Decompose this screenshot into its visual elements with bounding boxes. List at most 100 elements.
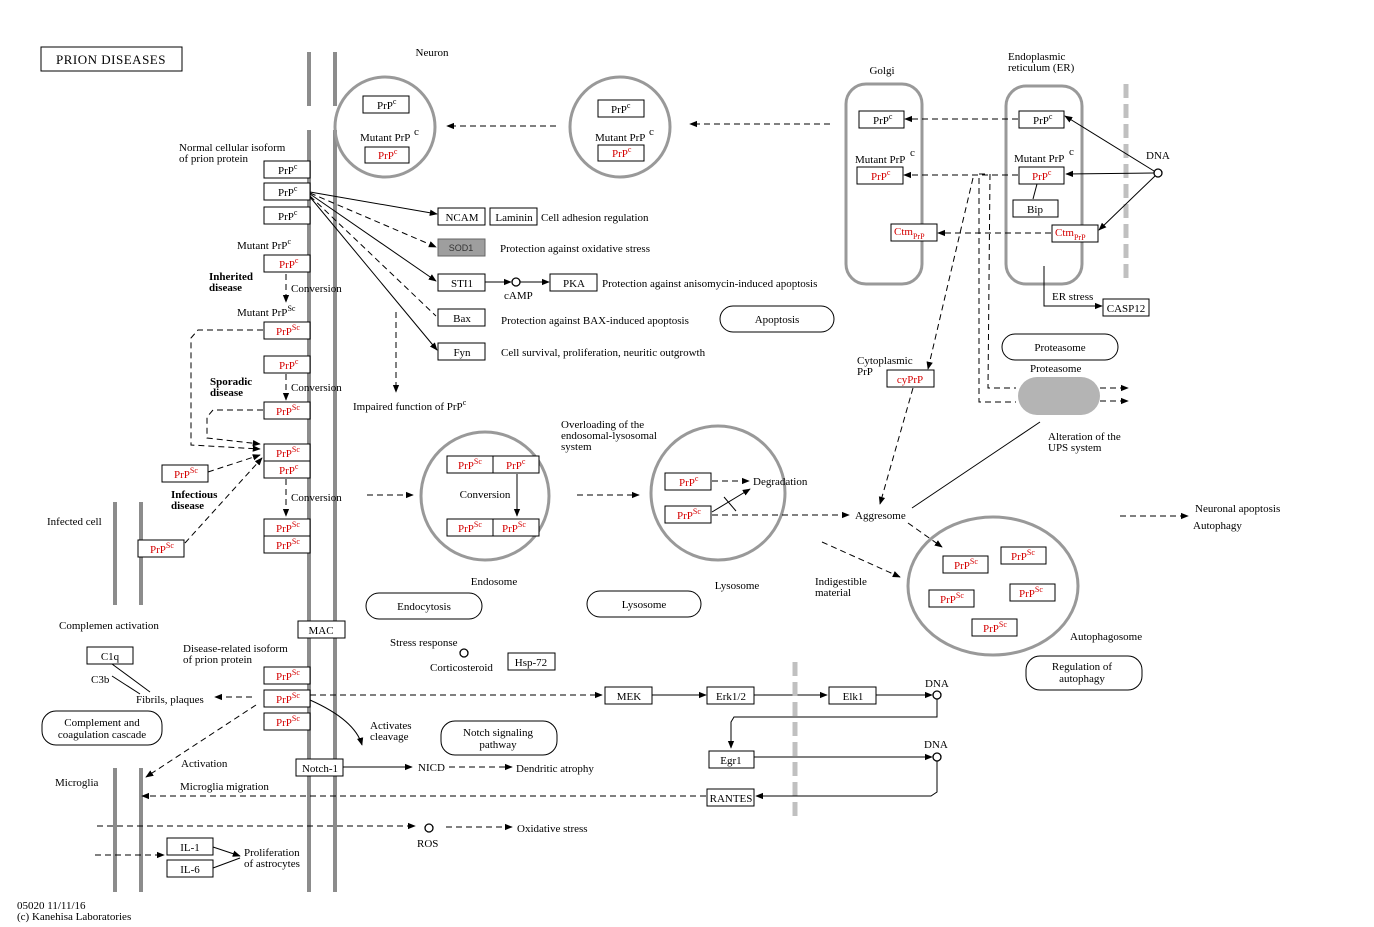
er-compartment: PrPc Mutant PrP c PrPc Bip CtmPrP xyxy=(1004,84,1099,286)
c1q-gene: C1q xyxy=(101,651,120,663)
il6-gene: IL-6 xyxy=(180,864,200,876)
svg-text:PrPc: PrPc xyxy=(278,184,298,199)
svg-text:PrPSc: PrPSc xyxy=(276,714,300,729)
svg-text:PrPc: PrPc xyxy=(278,208,298,223)
oxidative-stress-label: Oxidative stress xyxy=(517,823,588,835)
lysosome-label: Lysosome xyxy=(715,580,760,592)
notch-pathway-label-2: pathway xyxy=(479,739,517,751)
pka-gene: PKA xyxy=(563,278,585,290)
mutant-prpc-gene: PrPc xyxy=(612,145,632,160)
egr1-gene: Egr1 xyxy=(720,755,741,767)
autophagosome: PrPSc PrPSc PrPSc PrPSc PrPSc xyxy=(906,515,1080,657)
regulation-autophagy-link[interactable] xyxy=(1025,655,1143,691)
cyprp-gene: cyPrP xyxy=(897,374,923,386)
camp-label: cAMP xyxy=(504,290,533,302)
indigestible-label-1: Indigestible xyxy=(815,576,867,588)
svg-text:PrPSc: PrPSc xyxy=(677,507,701,522)
disease-isoform-label-2: of prion protein xyxy=(183,654,253,666)
camp-node xyxy=(511,277,521,287)
activates-label-1: Activates xyxy=(370,720,412,732)
overloading-label-1: Overloading of the xyxy=(561,419,644,431)
notch-pathway-link[interactable] xyxy=(440,720,558,756)
svg-text:c: c xyxy=(910,147,915,159)
proliferation-label-2: of astrocytes xyxy=(244,858,300,870)
normal-isoform-label-2: of prion protein xyxy=(179,153,249,165)
svg-text:PrPSc: PrPSc xyxy=(276,691,300,706)
overloading-label-2: endosomal-lysosomal xyxy=(561,430,657,442)
fyn-gene: Fyn xyxy=(453,347,471,359)
infected-cell-membrane xyxy=(113,502,143,605)
laminin-gene: Laminin xyxy=(495,212,533,224)
survival-label: Cell survival, proliferation, neuritic o… xyxy=(501,347,706,359)
apoptosis-pathway-link[interactable] xyxy=(719,305,835,333)
neuron-vesicle-right: PrPc Mutant PrP c PrPc xyxy=(568,75,672,179)
proteasome-pathway-link[interactable] xyxy=(1001,333,1119,361)
complement-cascade-link[interactable] xyxy=(41,710,163,746)
proteasome-complex xyxy=(1018,377,1100,415)
neuron-vesicle-left: PrPc Mutant PrP c PrPc xyxy=(333,75,437,179)
svg-text:PrPSc: PrPSc xyxy=(174,466,198,481)
lysosome-pathway-label: Lysosome xyxy=(622,599,667,611)
il1-gene: IL-1 xyxy=(180,842,200,854)
proliferation-label-1: Proliferation xyxy=(244,847,300,859)
activates-label-2: cleavage xyxy=(370,731,409,743)
cytoplasmic-label-1: Cytoplasmic xyxy=(857,355,913,367)
neuronal-apoptosis-label: Neuronal apoptosis xyxy=(1195,503,1280,515)
svg-text:PrPSc: PrPSc xyxy=(276,668,300,683)
footer-copyright: (c) Kanehisa Laboratories xyxy=(17,911,131,923)
svg-text:PrPc: PrPc xyxy=(278,162,298,177)
endocytosis-pathway-link[interactable] xyxy=(365,592,483,620)
corticosteroid-label: Corticosteroid xyxy=(430,662,493,674)
mutant-prpc-gene: PrPc xyxy=(378,147,398,162)
svg-text:PrPSc: PrPSc xyxy=(954,557,978,572)
prpc-label: PrPc xyxy=(611,101,631,116)
casp12-gene: CASP12 xyxy=(1107,303,1146,315)
svg-text:PrPc: PrPc xyxy=(871,168,891,183)
svg-text:PrPc: PrPc xyxy=(1033,112,1053,127)
overloading-label-3: system xyxy=(561,441,592,453)
sod1-gene-box xyxy=(437,238,486,257)
microglia-membrane xyxy=(113,768,143,892)
indigestible-label-2: material xyxy=(815,587,851,599)
complement-cascade-label-1: Complement and xyxy=(64,717,140,729)
aggresome-label: Aggresome xyxy=(855,510,906,522)
svg-text:PrPSc: PrPSc xyxy=(276,537,300,552)
ros-label: ROS xyxy=(417,838,438,850)
complement-cascade-label-2: coagulation cascade xyxy=(58,729,146,741)
svg-text:PrPSc: PrPSc xyxy=(276,520,300,535)
svg-text:PrPSc: PrPSc xyxy=(276,445,300,460)
lysosome-pathway-link[interactable] xyxy=(586,590,702,618)
svg-text:PrPc: PrPc xyxy=(1032,168,1052,183)
inherited-label-1: Inherited xyxy=(209,271,253,283)
golgi-compartment: PrPc Mutant PrP c PrPc CtmPrP xyxy=(844,82,938,286)
prpc-label: PrPc xyxy=(377,97,397,112)
svg-text:PrPSc: PrPSc xyxy=(276,403,300,418)
c3b-label: C3b xyxy=(91,674,110,686)
complement-activation-label: Complemen activation xyxy=(59,620,159,632)
dendritic-label: Dendritic atrophy xyxy=(516,763,594,775)
svg-text:PrPSc: PrPSc xyxy=(1011,548,1035,563)
conversion-label-3: Conversion xyxy=(291,492,342,504)
regulation-autophagy-label-2: autophagy xyxy=(1059,673,1105,685)
endosome: PrPSc PrPc Conversion PrPSc PrPSc xyxy=(419,430,551,562)
endocytosis-pathway-label: Endocytosis xyxy=(397,601,451,613)
svg-text:Mutant PrP: Mutant PrP xyxy=(855,154,905,166)
notch-pathway-label-1: Notch signaling xyxy=(463,727,533,739)
svg-text:PrPc: PrPc xyxy=(679,474,699,489)
activation-label: Activation xyxy=(181,758,228,770)
svg-text:Conversion: Conversion xyxy=(460,489,511,501)
ncam-gene: NCAM xyxy=(445,212,478,224)
cytoplasmic-label-2: PrP xyxy=(857,366,873,378)
er-label-2: reticulum (ER) xyxy=(1008,62,1075,74)
mutant-prp-label: Mutant PrP xyxy=(360,132,410,144)
autophagosome-label: Autophagosome xyxy=(1070,631,1142,643)
svg-text:c: c xyxy=(1069,146,1074,158)
mac-gene: MAC xyxy=(308,625,333,637)
bip-gene: Bip xyxy=(1027,204,1043,216)
footer-code: 05020 11/11/16 xyxy=(17,900,86,912)
mutant-prp-label: Mutant PrP xyxy=(595,132,645,144)
microglia-label: Microglia xyxy=(55,777,98,789)
fibrils-label: Fibrils, plaques xyxy=(136,694,204,706)
svg-text:PrPSc: PrPSc xyxy=(276,323,300,338)
svg-text:PrPSc: PrPSc xyxy=(983,620,1007,635)
